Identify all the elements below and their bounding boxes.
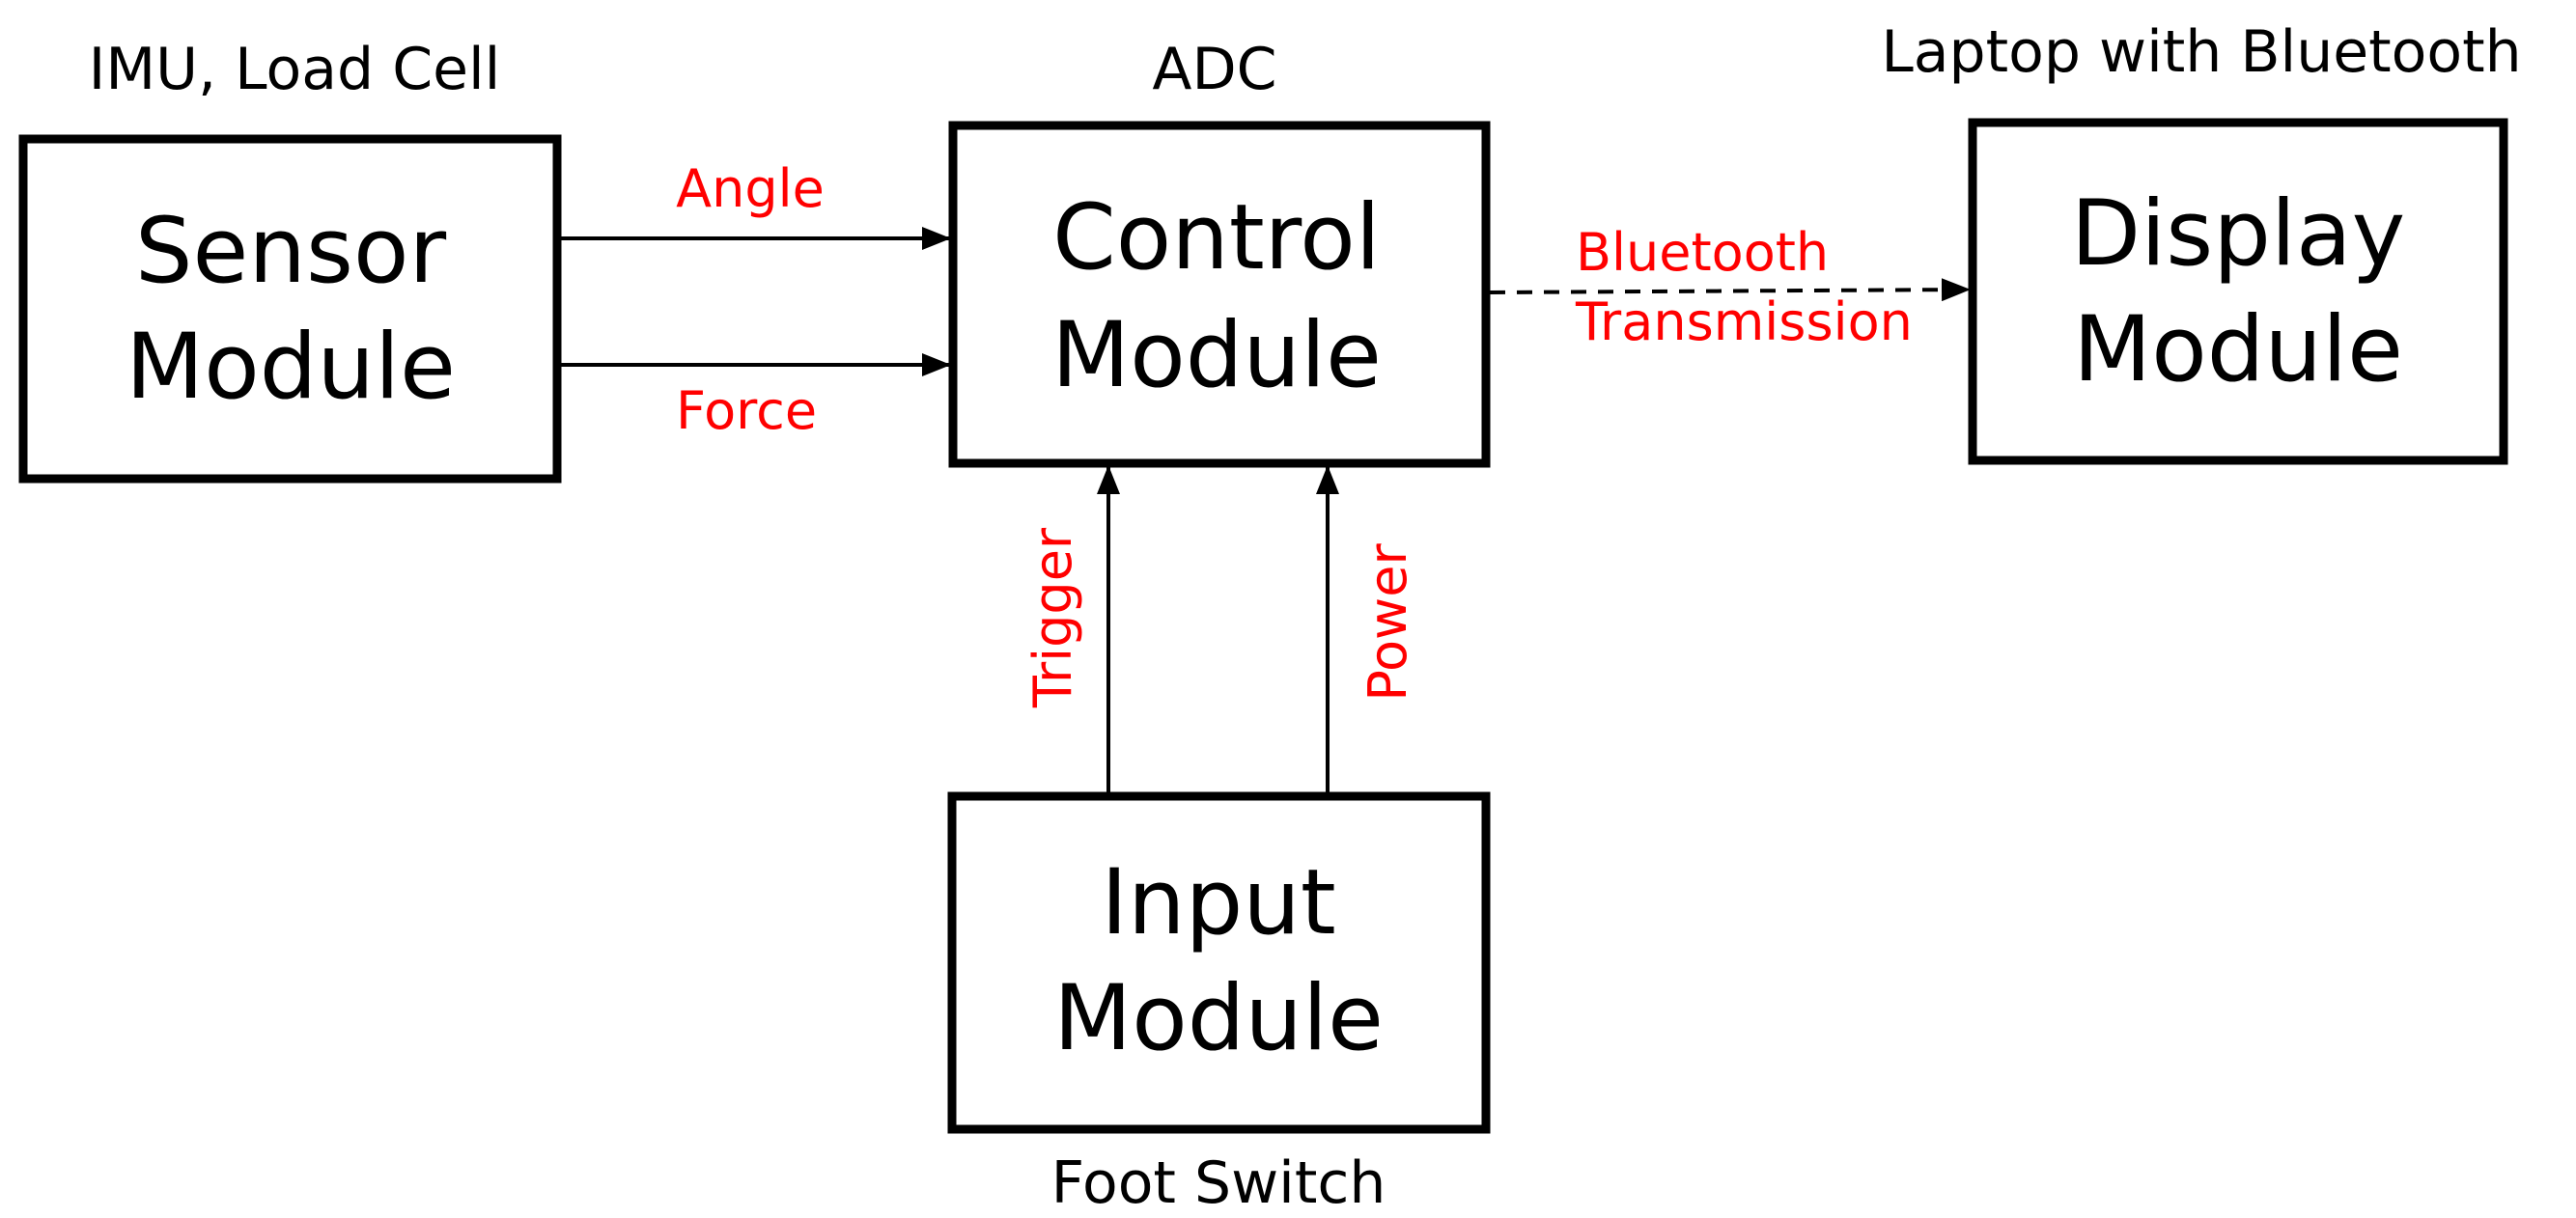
sensor-module-caption: IMU, Load Cell <box>89 36 501 103</box>
input-module: Input Module Foot Switch <box>947 791 1491 1217</box>
display-module-box <box>1968 118 2508 465</box>
display-module-title-line1: Display <box>2071 181 2406 287</box>
control-module: ADC Control Module <box>948 36 1491 468</box>
force-label: Force <box>676 380 817 441</box>
control-module-title-line1: Control <box>1052 185 1381 291</box>
sensor-module-box <box>18 134 562 484</box>
bluetooth-label-line2: Transmission <box>1575 291 1913 352</box>
sensor-module-title-line1: Sensor <box>135 199 447 304</box>
input-module-box <box>947 791 1491 1134</box>
sensor-module: IMU, Load Cell Sensor Module <box>18 36 562 484</box>
angle-label: Angle <box>676 158 825 219</box>
bluetooth-label-line1: Bluetooth <box>1576 222 1829 283</box>
control-module-box <box>948 121 1491 468</box>
input-module-title-line2: Module <box>1053 966 1384 1071</box>
input-module-caption: Foot Switch <box>1051 1149 1386 1217</box>
control-module-caption: ADC <box>1152 36 1276 103</box>
trigger-label: Trigger <box>1022 527 1083 708</box>
power-label: Power <box>1358 543 1418 702</box>
display-module-title-line2: Module <box>2073 297 2403 402</box>
input-module-title-line1: Input <box>1101 850 1335 955</box>
display-module-caption: Laptop with Bluetooth <box>1881 18 2521 86</box>
control-module-title-line2: Module <box>1051 303 1382 408</box>
sensor-module-title-line2: Module <box>126 315 456 420</box>
display-module: Laptop with Bluetooth Display Module <box>1881 18 2522 465</box>
